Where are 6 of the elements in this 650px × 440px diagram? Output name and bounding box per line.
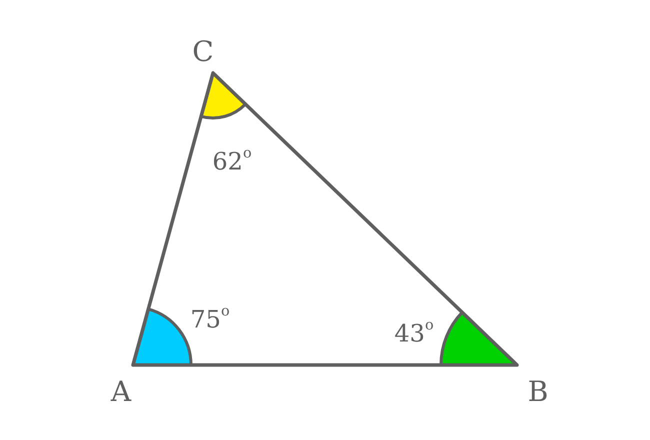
vertex-label: B: [528, 378, 548, 406]
vertex-label: C: [192, 38, 214, 66]
angle-label: 43$^{o}$: [394, 318, 434, 346]
vertex-label: A: [110, 378, 132, 406]
angle-label: 62$^{o}$: [212, 146, 252, 174]
angle-label: 75$^{o}$: [190, 304, 230, 332]
